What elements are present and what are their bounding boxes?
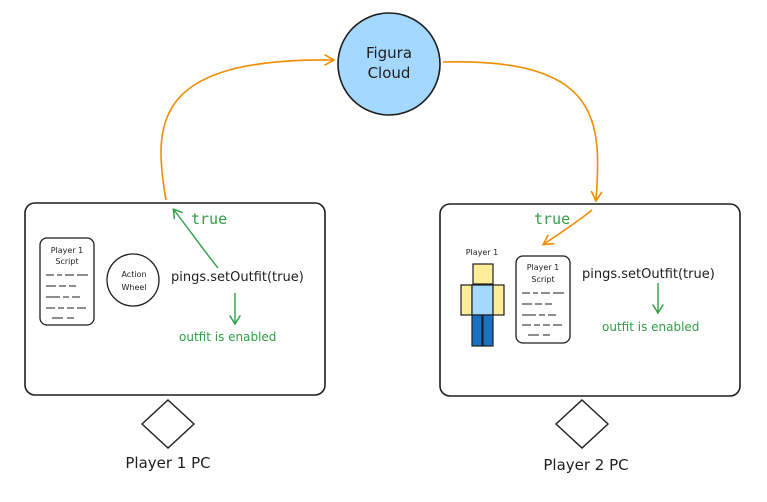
pc1-ping-value: true xyxy=(191,210,227,228)
cloud-label-line1: Figura xyxy=(366,44,412,62)
pc2-script-card xyxy=(515,255,571,344)
arrow-cloud-to-pc2 xyxy=(442,61,603,203)
pc1-action-wheel xyxy=(106,253,160,307)
player2-pc: Player 2 PC Player 1 Player 1 Script pin… xyxy=(439,203,741,474)
pc1-label: Player 1 PC xyxy=(125,454,210,472)
pc2-result: outfit is enabled xyxy=(602,320,699,334)
arrow-pc1-to-cloud xyxy=(160,54,336,201)
pc2-incoming-arrow xyxy=(541,209,593,246)
pc1-ping-arrow xyxy=(172,208,219,269)
pc1-script-title-2: Script xyxy=(55,257,78,266)
pc1-monitor xyxy=(24,202,326,396)
pc1-script-card xyxy=(39,237,95,326)
pc2-script-title-2: Script xyxy=(531,275,554,284)
player1-pc: Player 1 PC Player 1 Script Action Wheel… xyxy=(24,202,326,472)
pc1-script-lines xyxy=(46,274,88,319)
pc1-action-wheel-label-1: Action xyxy=(121,270,146,279)
cloud-circle xyxy=(337,12,441,116)
pc1-script-title-1: Player 1 xyxy=(51,246,84,255)
player-right-arm xyxy=(492,284,505,316)
pc2-monitor xyxy=(439,203,741,397)
player-body xyxy=(471,284,494,316)
cloud-label-line2: Cloud xyxy=(368,64,411,82)
pc2-label: Player 2 PC xyxy=(543,456,628,474)
pc1-code: pings.setOutfit(true) xyxy=(171,270,304,285)
figura-cloud: Figura Cloud xyxy=(337,12,441,116)
pc2-code: pings.setOutfit(true) xyxy=(582,267,715,282)
pc1-result: outfit is enabled xyxy=(179,330,276,344)
player-left-arm xyxy=(460,284,473,316)
player-left-leg xyxy=(471,314,483,347)
player-head xyxy=(472,263,494,285)
pc1-stand-icon xyxy=(140,399,196,449)
pc2-script-title-1: Player 1 xyxy=(527,263,560,272)
pc1-action-wheel-label-2: Wheel xyxy=(121,283,146,292)
pc2-player-label: Player 1 xyxy=(466,248,499,257)
pc2-script-lines xyxy=(522,292,564,336)
pc2-stand-icon xyxy=(554,399,610,449)
pc2-ping-value: true xyxy=(534,210,570,228)
player-avatar-icon xyxy=(460,263,505,347)
player-right-leg xyxy=(482,314,494,347)
